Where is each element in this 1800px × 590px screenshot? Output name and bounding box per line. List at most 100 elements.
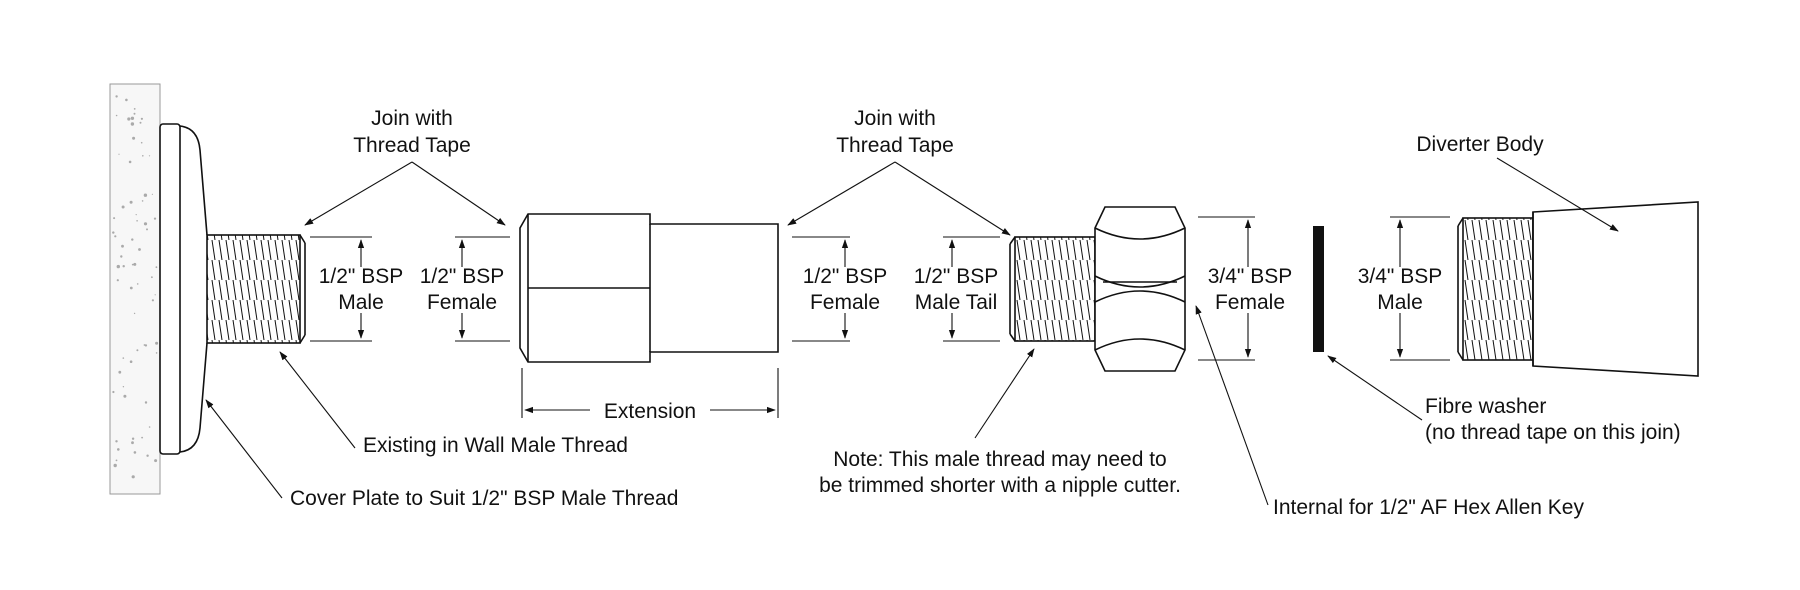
- wall-speck: [115, 459, 118, 462]
- wall-speck: [112, 390, 115, 394]
- note-line2: be trimmed shorter with a nipple cutter.: [819, 474, 1181, 497]
- diverter-body: [1457, 201, 1699, 377]
- wall-speck: [154, 294, 156, 296]
- female-three-q-line1: 3/4" BSP: [1208, 265, 1293, 288]
- female-half-a-line1: 1/2" BSP: [420, 265, 505, 288]
- wall-speck: [133, 312, 136, 315]
- wall-speck: [144, 401, 148, 404]
- extension-label: Extension: [604, 400, 696, 423]
- wall-speck: [151, 193, 153, 195]
- wall-speck: [155, 352, 158, 354]
- dim-three-quarter-male: [1390, 216, 1450, 361]
- leader-diverter-body: [1496, 157, 1619, 232]
- wall-speck: [140, 141, 143, 144]
- wall-speck: [130, 122, 135, 126]
- wall-speck: [131, 441, 134, 445]
- wall-speck: [128, 160, 132, 164]
- wall-speck: [142, 155, 144, 157]
- leader-allen-key: [1195, 305, 1269, 506]
- wall-speck: [132, 136, 136, 140]
- male-tail-line1: 1/2" BSP: [914, 265, 999, 288]
- fibre-washer: [1313, 226, 1324, 352]
- allen-key-label: Internal for 1/2" AF Hex Allen Key: [1273, 496, 1584, 519]
- wall-speck: [115, 95, 118, 98]
- male-half-line2: Male: [338, 291, 384, 314]
- wall-speck: [146, 228, 148, 231]
- wall: [109, 83, 161, 495]
- dim-half-female-a: [455, 236, 510, 342]
- wall-speck: [116, 264, 121, 269]
- female-three-q-line2: Female: [1215, 291, 1285, 314]
- wall-speck: [141, 200, 144, 202]
- wall-speck: [112, 231, 115, 234]
- join-left-line1: Join with: [371, 107, 453, 130]
- cover-plate: [159, 123, 208, 455]
- wall-speck: [140, 117, 143, 120]
- wall-speck: [122, 265, 125, 268]
- wall-speck: [138, 248, 141, 251]
- wall-speck: [127, 117, 131, 121]
- wall-speck: [143, 222, 148, 226]
- male-half-line1: 1/2" BSP: [319, 265, 404, 288]
- fibre-washer-line2: (no thread tape on this join): [1425, 421, 1681, 444]
- wall-speck: [153, 217, 157, 220]
- existing-thread-label: Existing in Wall Male Thread: [363, 434, 628, 457]
- wall-speck: [133, 112, 136, 115]
- wall-speck: [125, 98, 128, 102]
- male-tail-fitting: [1009, 206, 1186, 372]
- join-right-line2: Thread Tape: [836, 134, 954, 157]
- wall-speck: [141, 436, 144, 439]
- wall-speck: [115, 114, 118, 117]
- wall-speck: [118, 153, 120, 155]
- wall-speck: [136, 349, 139, 352]
- note-line1: Note: This male thread may need to: [833, 448, 1166, 471]
- wall-speck: [133, 262, 137, 266]
- wall-speck: [131, 437, 135, 440]
- wall-speck: [143, 193, 148, 197]
- join-right-line1: Join with: [854, 107, 936, 130]
- wall-speck: [151, 276, 153, 279]
- wall-speck: [151, 299, 154, 302]
- dim-half-female-b: [792, 236, 850, 342]
- join-left-leaders: [304, 161, 506, 226]
- dim-extension: [521, 368, 779, 418]
- female-half-b-line2: Female: [810, 291, 880, 314]
- male-three-q-line1: 3/4" BSP: [1358, 265, 1443, 288]
- wall-speck: [121, 244, 124, 248]
- wall-speck: [131, 238, 134, 241]
- cover-plate-label: Cover Plate to Suit 1/2" BSP Male Thread: [290, 487, 678, 510]
- leader-note: [974, 348, 1035, 439]
- dim-male-tail: [943, 236, 1000, 342]
- wall-speck: [139, 121, 142, 124]
- wall-speck: [129, 200, 133, 204]
- wall-speck: [136, 283, 139, 285]
- existing-male-thread: [206, 234, 306, 344]
- wall-speck: [148, 155, 151, 157]
- leader-cover-plate: [205, 399, 283, 499]
- wall-speck: [115, 440, 118, 443]
- join-left-line2: Thread Tape: [353, 134, 471, 157]
- wall-speck: [146, 454, 149, 457]
- dim-three-quarter-female: [1198, 216, 1255, 361]
- wall-speck: [114, 235, 117, 238]
- wall-speck: [133, 451, 137, 454]
- wall-speck: [123, 394, 127, 398]
- extension-fitting: [519, 213, 779, 363]
- wall-speck: [122, 357, 125, 359]
- wall-speck: [117, 448, 120, 451]
- wall-speck: [136, 220, 138, 222]
- female-half-a-line2: Female: [427, 291, 497, 314]
- wall-speck: [143, 344, 146, 346]
- wall-speck: [129, 286, 133, 290]
- leader-fibre-washer: [1327, 355, 1423, 421]
- wall-speck: [113, 217, 116, 220]
- dim-half-male: [310, 236, 372, 342]
- wall-speck: [129, 360, 133, 364]
- wall-speck: [118, 370, 122, 374]
- wall-speck: [120, 255, 123, 258]
- male-tail-line2: Male Tail: [915, 291, 997, 314]
- wall-speck: [155, 266, 158, 269]
- wall-speck: [113, 463, 117, 468]
- wall-speck: [116, 279, 119, 282]
